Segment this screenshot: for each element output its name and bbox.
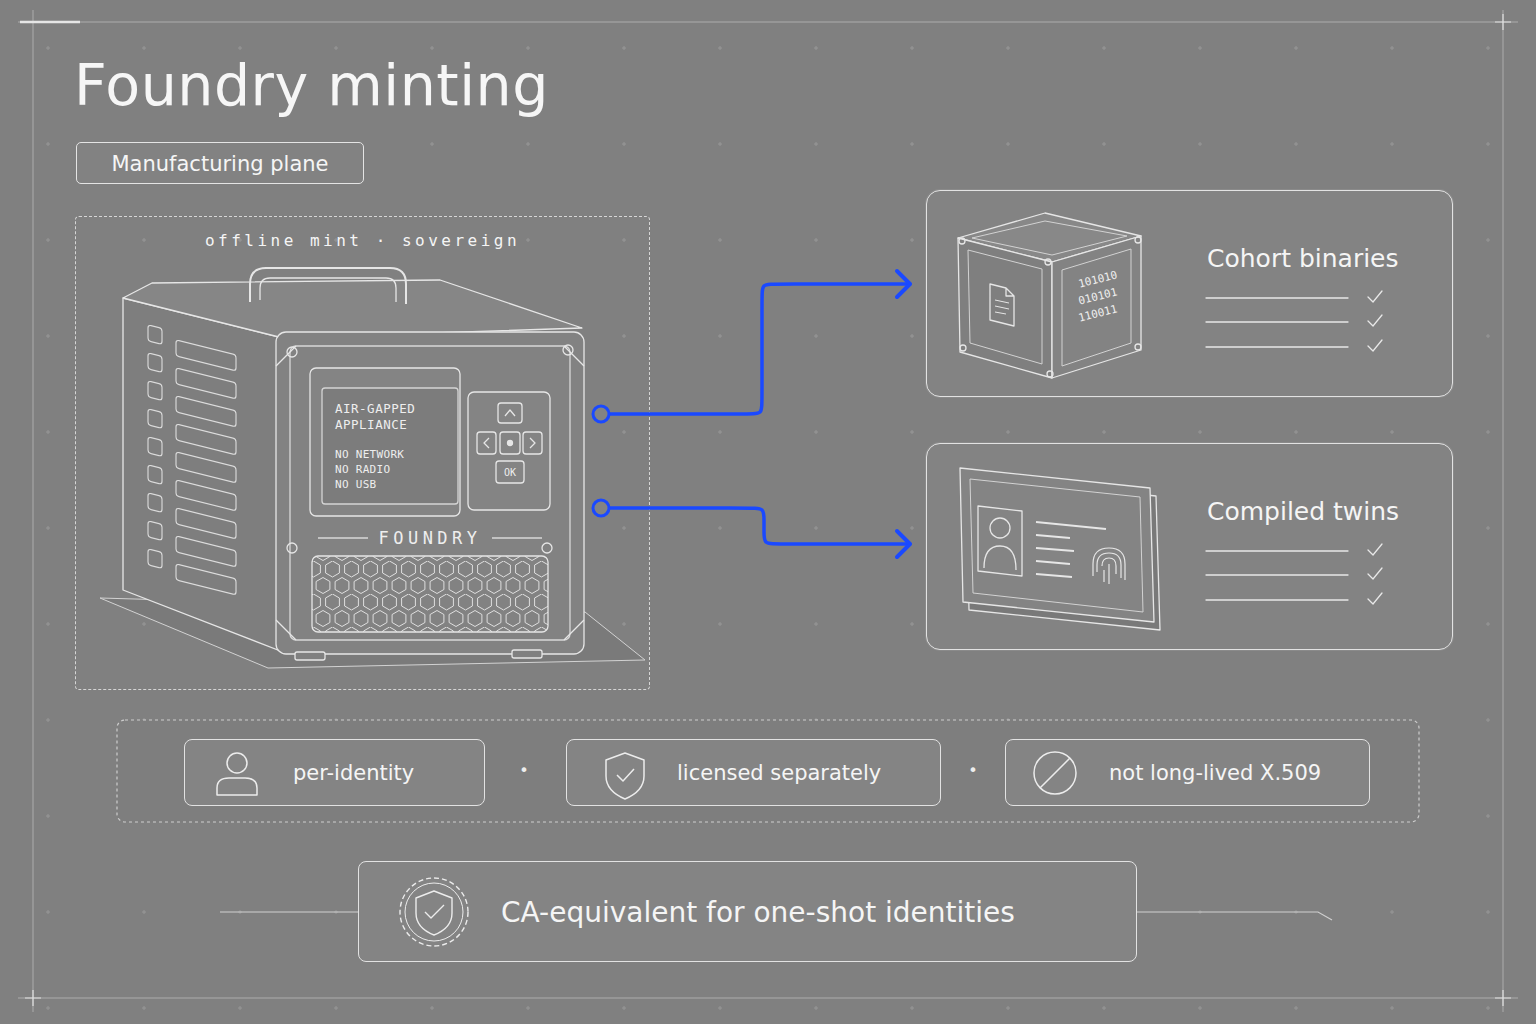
property-pill: not long-lived X.509 — [1005, 739, 1370, 806]
separator-dot: • — [968, 761, 977, 782]
arrow-head — [897, 531, 910, 557]
node-heading: licensed separately — [677, 760, 881, 786]
node-heading: Manufacturing plane — [77, 151, 363, 177]
diagram-title: Foundry minting — [74, 50, 549, 120]
pill-icons — [217, 752, 1076, 799]
node-heading: Cohort binaries — [1207, 243, 1399, 274]
button-label: OK — [504, 466, 516, 479]
port-dot — [593, 500, 609, 516]
separator-dot: • — [519, 761, 528, 782]
flow-arrow — [593, 271, 910, 422]
node-heading: offline mint · sovereign — [76, 231, 649, 251]
screen-text: NO USB — [335, 478, 377, 492]
node-heading: CA-equivalent for one-shot identities — [501, 895, 1015, 930]
plane-tag: Manufacturing plane — [76, 142, 364, 184]
page-frame — [18, 10, 1518, 1012]
arrow-line — [601, 284, 910, 414]
screen-text: NO NETWORK — [335, 448, 404, 462]
checklist — [1206, 291, 1382, 604]
flow-arrow — [593, 500, 910, 557]
summary-box: CA-equivalent for one-shot identities — [358, 861, 1137, 962]
appliance-illustration — [100, 268, 645, 668]
node-heading: Compiled twins — [1207, 496, 1399, 527]
screen-text: AIR-GAPPED APPLIANCE — [335, 401, 435, 434]
brand-mark: FOUNDRY — [378, 527, 481, 549]
binary-crate — [958, 213, 1141, 378]
property-pill: per-identity — [184, 739, 485, 806]
screen-text: NO RADIO — [335, 463, 390, 477]
frame-tick — [20, 21, 80, 24]
node-heading: not long-lived X.509 — [1109, 760, 1321, 786]
property-band — [117, 720, 1419, 822]
arrow-line — [601, 508, 910, 544]
identity-card — [960, 468, 1160, 630]
corner-marks — [25, 14, 1511, 1006]
port-dot — [593, 406, 609, 422]
output-box: Compiled twins — [926, 443, 1453, 650]
certificate-badge — [400, 878, 468, 946]
arrow-head — [897, 271, 910, 297]
output-box: Cohort binaries — [926, 190, 1453, 397]
property-pill: licensed separately — [566, 739, 941, 806]
node-heading: per-identity — [293, 760, 414, 786]
